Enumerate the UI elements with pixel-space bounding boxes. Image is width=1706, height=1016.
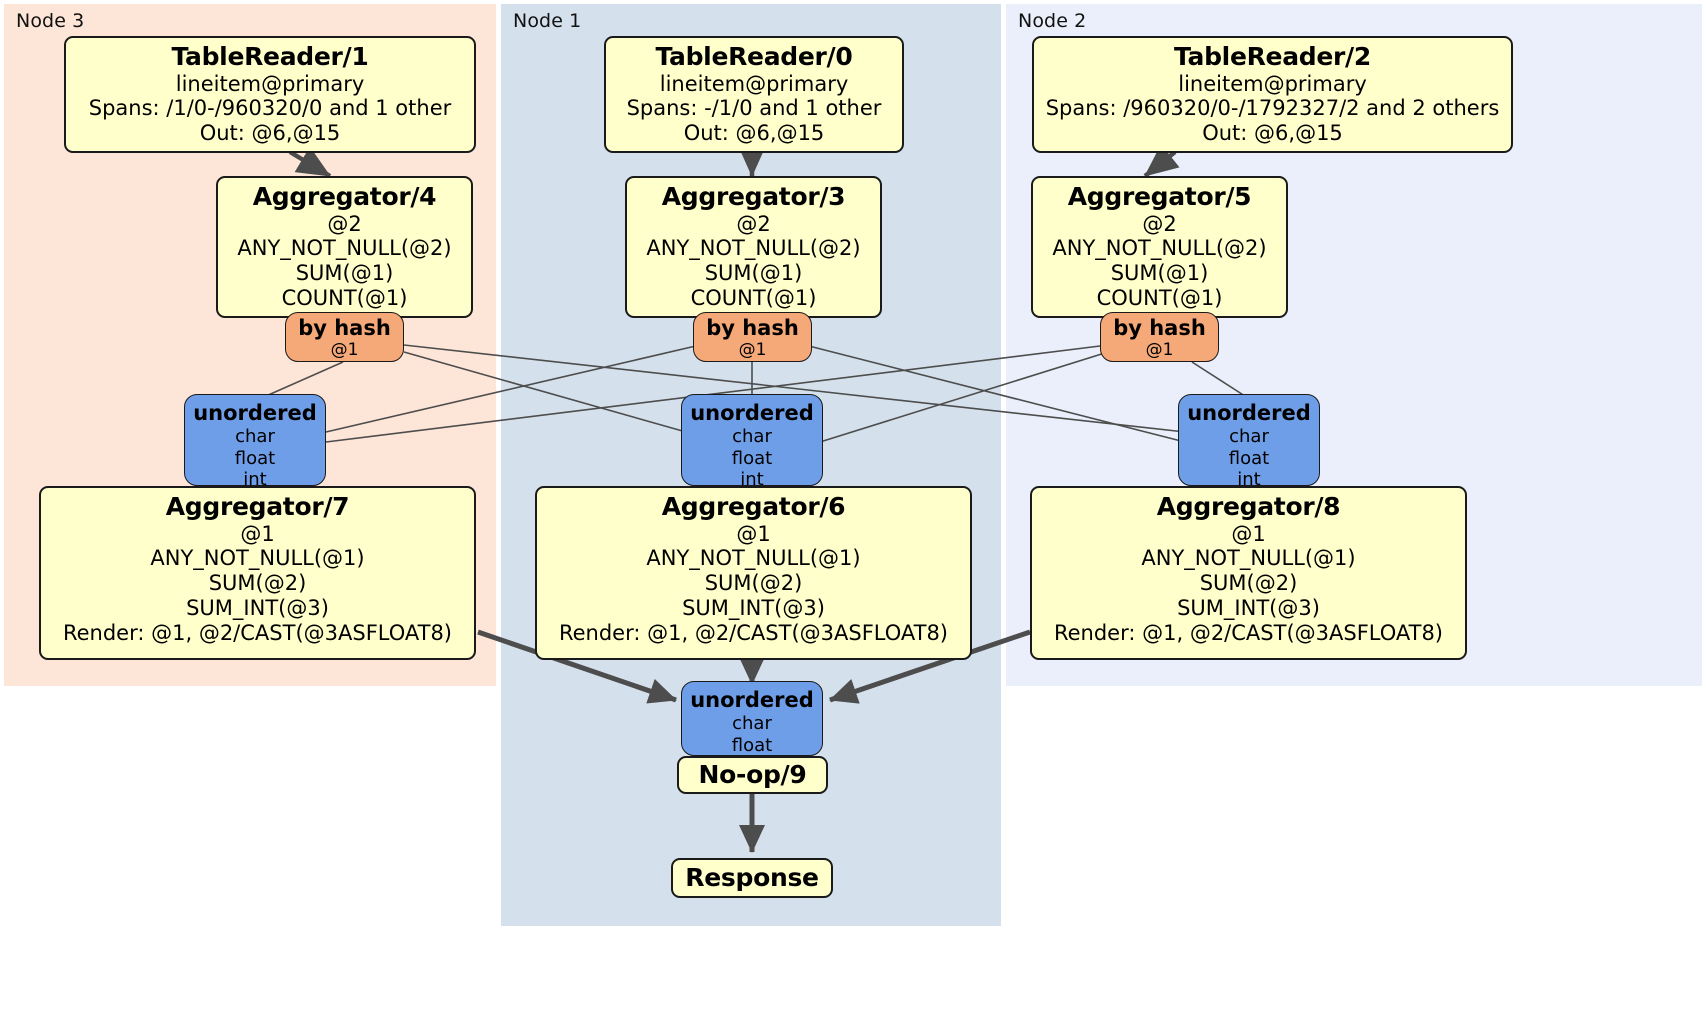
processor-detail-agg-1: ANY_NOT_NULL(@2) (646, 236, 861, 261)
processor-detail-render: Render: @1, @2/CAST(@3ASFLOAT8) (62, 620, 453, 645)
receiver-unordered-node3[interactable]: unordered char float int (184, 394, 326, 490)
receiver-type-3: int (243, 469, 267, 491)
processor-detail-out: Out: @6,@15 (199, 121, 341, 146)
processor-detail-agg-3: SUM_INT(@3) (1177, 595, 1320, 620)
receiver-type-2: float (234, 447, 276, 469)
router-detail-col: @1 (1145, 339, 1174, 360)
processor-detail-spans: Spans: /1/0-/960320/0 and 1 other (88, 96, 452, 121)
processor-detail-agg-3: COUNT(@1) (281, 285, 408, 310)
router-title: by hash (298, 316, 391, 340)
processor-detail-agg-1: ANY_NOT_NULL(@1) (150, 546, 365, 571)
processor-detail-agg-2: SUM(@2) (704, 571, 803, 596)
receiver-unordered-node2[interactable]: unordered char float int (1178, 394, 1320, 490)
router-by-hash-node2[interactable]: by hash @1 (1100, 312, 1219, 362)
processor-detail-spans: Spans: /960320/0-/1792327/2 and 2 others (1045, 96, 1500, 121)
processor-detail-agg-2: SUM(@1) (295, 261, 394, 286)
processor-aggregator-5[interactable]: Aggregator/5 @2 ANY_NOT_NULL(@2) SUM(@1)… (1031, 176, 1288, 318)
processor-title: No-op/9 (698, 760, 807, 790)
router-title: by hash (706, 316, 799, 340)
processor-detail-agg-1: ANY_NOT_NULL(@2) (1052, 236, 1267, 261)
receiver-title: unordered (1187, 401, 1311, 425)
receiver-title: unordered (690, 688, 814, 712)
processor-detail-render: Render: @1, @2/CAST(@3ASFLOAT8) (558, 620, 949, 645)
processor-detail-groupcols: @1 (736, 521, 771, 546)
processor-title: Response (685, 863, 819, 893)
receiver-type-2: float (1228, 447, 1270, 469)
processor-tablereader-1[interactable]: TableReader/1 lineitem@primary Spans: /1… (64, 36, 476, 153)
processor-title: Aggregator/6 (661, 492, 846, 521)
processor-detail-groupcols: @2 (1142, 211, 1177, 236)
processor-detail-table: lineitem@primary (659, 71, 849, 96)
processor-detail-agg-3: COUNT(@1) (690, 285, 817, 310)
processor-detail-spans: Spans: -/1/0 and 1 other (626, 96, 882, 121)
processor-detail-agg-3: COUNT(@1) (1096, 285, 1223, 310)
processor-title: Aggregator/8 (1156, 492, 1341, 521)
processor-detail-out: Out: @6,@15 (683, 121, 825, 146)
processor-no-op-9[interactable]: No-op/9 (677, 756, 828, 794)
receiver-type-1: char (1229, 426, 1269, 448)
processor-detail-groupcols: @1 (240, 521, 275, 546)
receiver-type-2: float (731, 447, 773, 469)
processor-title: TableReader/1 (171, 42, 369, 71)
router-by-hash-node1[interactable]: by hash @1 (693, 312, 812, 362)
processor-detail-table: lineitem@primary (1178, 71, 1367, 96)
processor-title: TableReader/2 (1173, 42, 1371, 71)
processor-response[interactable]: Response (671, 858, 833, 898)
processor-detail-agg-2: SUM(@2) (1199, 571, 1298, 596)
receiver-type-2: float (731, 734, 773, 756)
processor-aggregator-3[interactable]: Aggregator/3 @2 ANY_NOT_NULL(@2) SUM(@1)… (625, 176, 882, 318)
processor-title: TableReader/0 (655, 42, 853, 71)
processor-tablereader-2[interactable]: TableReader/2 lineitem@primary Spans: /9… (1032, 36, 1513, 153)
processor-detail-agg-2: SUM(@1) (704, 261, 803, 286)
node-panel-label-node3: Node 3 (16, 10, 85, 32)
processor-detail-render: Render: @1, @2/CAST(@3ASFLOAT8) (1053, 620, 1444, 645)
receiver-type-1: char (235, 426, 275, 448)
router-detail-col: @1 (738, 339, 767, 360)
processor-aggregator-7[interactable]: Aggregator/7 @1 ANY_NOT_NULL(@1) SUM(@2)… (39, 486, 476, 660)
router-detail-col: @1 (330, 339, 359, 360)
processor-detail-agg-1: ANY_NOT_NULL(@2) (237, 236, 452, 261)
processor-detail-agg-2: SUM(@2) (208, 571, 307, 596)
node-panel-label-node1: Node 1 (513, 10, 582, 32)
receiver-title: unordered (690, 401, 814, 425)
processor-aggregator-6[interactable]: Aggregator/6 @1 ANY_NOT_NULL(@1) SUM(@2)… (535, 486, 972, 660)
receiver-unordered-final[interactable]: unordered char float (681, 681, 823, 756)
receiver-type-3: int (740, 469, 764, 491)
processor-detail-agg-2: SUM(@1) (1110, 261, 1209, 286)
processor-detail-table: lineitem@primary (175, 71, 365, 96)
router-by-hash-node3[interactable]: by hash @1 (285, 312, 404, 362)
processor-title: Aggregator/5 (1067, 182, 1252, 211)
receiver-unordered-node1[interactable]: unordered char float int (681, 394, 823, 490)
processor-detail-groupcols: @2 (736, 211, 771, 236)
processor-aggregator-8[interactable]: Aggregator/8 @1 ANY_NOT_NULL(@1) SUM(@2)… (1030, 486, 1467, 660)
receiver-title: unordered (193, 401, 317, 425)
processor-title: Aggregator/3 (661, 182, 846, 211)
receiver-type-1: char (732, 713, 772, 735)
receiver-type-3: int (1237, 469, 1261, 491)
router-title: by hash (1113, 316, 1206, 340)
processor-detail-groupcols: @1 (1231, 521, 1266, 546)
processor-detail-agg-1: ANY_NOT_NULL(@1) (1141, 546, 1356, 571)
processor-detail-agg-1: ANY_NOT_NULL(@1) (646, 546, 861, 571)
processor-detail-out: Out: @6,@15 (1202, 121, 1343, 146)
processor-aggregator-4[interactable]: Aggregator/4 @2 ANY_NOT_NULL(@2) SUM(@1)… (216, 176, 473, 318)
processor-detail-agg-3: SUM_INT(@3) (682, 595, 825, 620)
processor-tablereader-0[interactable]: TableReader/0 lineitem@primary Spans: -/… (604, 36, 904, 153)
processor-detail-agg-3: SUM_INT(@3) (186, 595, 329, 620)
node-panel-label-node2: Node 2 (1018, 10, 1087, 32)
processor-title: Aggregator/4 (252, 182, 437, 211)
processor-title: Aggregator/7 (165, 492, 350, 521)
receiver-type-1: char (732, 426, 772, 448)
processor-detail-groupcols: @2 (327, 211, 362, 236)
